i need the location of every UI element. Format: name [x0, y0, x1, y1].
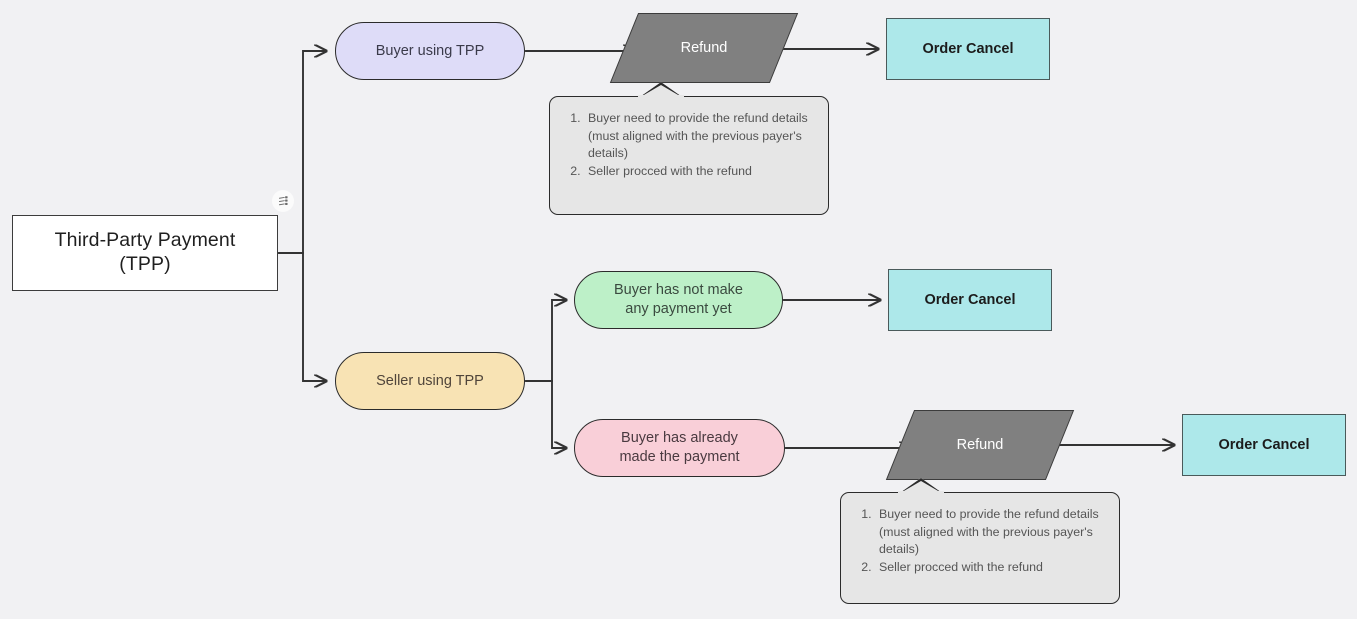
- node-third-party-payment[interactable]: Third-Party Payment (TPP): [12, 215, 278, 291]
- node-buyer-no-payment-line2: any payment yet: [625, 301, 732, 317]
- edge-seller-to-alreadypaid: [551, 380, 566, 448]
- node-refund-top[interactable]: Refund: [609, 13, 799, 83]
- node-order-cancel-3[interactable]: Order Cancel: [1182, 414, 1346, 476]
- note-refund-details-top[interactable]: Buyer need to provide the refund details…: [549, 82, 829, 215]
- node-order-cancel-2-label: Order Cancel: [924, 292, 1016, 308]
- node-seller-using-tpp[interactable]: Seller using TPP: [335, 352, 525, 410]
- node-buyer-already-paid-line2: made the payment: [619, 449, 740, 465]
- node-root-line1: Third-Party Payment: [54, 229, 236, 252]
- note-pointer-mask-top: [638, 95, 684, 100]
- edge-root-to-seller: [302, 252, 326, 381]
- node-buyer-no-payment-line1: Buyer has not make: [614, 282, 743, 299]
- node-buyer-no-payment[interactable]: Buyer has not make any payment yet: [574, 271, 783, 329]
- node-buyer-using-tpp[interactable]: Buyer using TPP: [335, 22, 525, 80]
- node-seller-using-tpp-label: Seller using TPP: [376, 372, 484, 389]
- node-buyer-using-tpp-label: Buyer using TPP: [375, 42, 485, 59]
- node-buyer-already-paid[interactable]: Buyer has already made the payment: [574, 419, 785, 477]
- note-bottom-item-1: Buyer need to provide the refund details…: [875, 506, 1105, 559]
- node-order-cancel-2[interactable]: Order Cancel: [888, 269, 1052, 331]
- edge-root-to-buyer: [302, 51, 326, 254]
- node-refund-bottom[interactable]: Refund: [885, 410, 1075, 480]
- node-buyer-already-paid-line1: Buyer has already: [621, 430, 738, 447]
- node-order-cancel-3-label: Order Cancel: [1218, 437, 1310, 453]
- node-refund-bottom-label: Refund: [956, 437, 1004, 453]
- sitemap-icon[interactable]: [272, 190, 294, 212]
- node-order-cancel-1-label: Order Cancel: [922, 41, 1014, 57]
- note-top-item-2: Seller procced with the refund: [584, 163, 814, 181]
- node-refund-top-label: Refund: [680, 40, 728, 56]
- note-top-item-1: Buyer need to provide the refund details…: [584, 110, 814, 163]
- note-bottom-item-2: Seller procced with the refund: [875, 559, 1105, 577]
- note-pointer-mask-bottom: [898, 491, 944, 496]
- node-order-cancel-1[interactable]: Order Cancel: [886, 18, 1050, 80]
- edge-seller-to-nopayment: [551, 300, 566, 382]
- note-refund-details-bottom[interactable]: Buyer need to provide the refund details…: [840, 478, 1120, 604]
- node-root-line2: (TPP): [119, 253, 171, 275]
